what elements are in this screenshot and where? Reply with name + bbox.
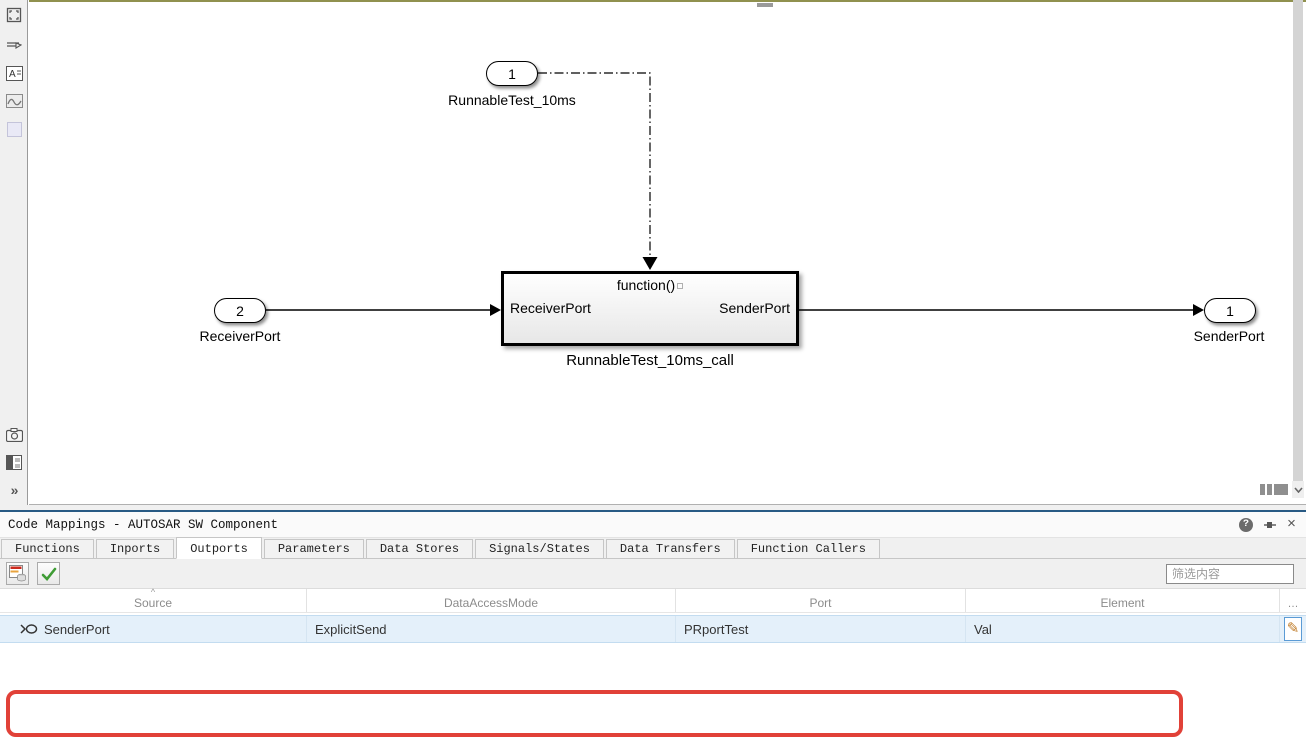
inport-trigger-block[interactable]: 1 xyxy=(486,61,538,86)
subsystem-trigger-label: function() xyxy=(616,277,676,293)
model-canvas-area: A » xyxy=(0,0,1306,505)
svg-text:A: A xyxy=(9,69,16,80)
inport-data-label: ReceiverPort xyxy=(199,328,281,344)
column-header-port[interactable]: Port xyxy=(676,589,966,612)
column-header-more[interactable]: … xyxy=(1287,598,1299,610)
validate-button[interactable] xyxy=(37,562,60,585)
panel-spacer xyxy=(0,505,1306,510)
vertical-scrollbar[interactable] xyxy=(1293,0,1303,498)
subsystem-input-port-label: ReceiverPort xyxy=(510,300,591,316)
mapping-table: ^ Source DataAccessMode Port Element … S… xyxy=(0,587,1306,737)
edit-mapping-button[interactable]: ✎ xyxy=(1284,617,1302,641)
panel-top-border[interactable] xyxy=(0,510,1306,512)
cell-source[interactable]: SenderPort xyxy=(0,616,307,642)
code-mappings-editor-button[interactable] xyxy=(6,562,29,585)
signal-lines-icon[interactable] xyxy=(5,36,23,54)
subsystem-block[interactable]: function() ReceiverPort SenderPort xyxy=(501,271,799,346)
inport-trigger-number: 1 xyxy=(508,65,516,82)
canvas-palette-toolbar: A » xyxy=(0,0,28,505)
column-header-element[interactable]: Element xyxy=(966,589,1280,612)
cell-element[interactable]: Val xyxy=(966,616,1280,642)
table-header-row: ^ Source DataAccessMode Port Element … xyxy=(0,587,1306,613)
pin-icon[interactable] xyxy=(1263,519,1277,531)
close-icon[interactable]: × xyxy=(1286,515,1296,533)
subsystem-output-port-label: SenderPort xyxy=(719,300,790,316)
annotation-icon[interactable]: A xyxy=(5,64,23,82)
cell-actions: ✎ xyxy=(1280,616,1306,642)
filter-input[interactable] xyxy=(1166,563,1294,584)
inport-trigger-label: RunnableTest_10ms xyxy=(448,92,576,108)
tab-inports[interactable]: Inports xyxy=(95,539,175,558)
panel-toolbar xyxy=(0,559,1306,589)
outport-block[interactable]: 1 xyxy=(1204,298,1256,323)
viewmark-icon[interactable] xyxy=(5,120,23,138)
tab-parameters[interactable]: Parameters xyxy=(263,539,364,558)
tab-data-stores[interactable]: Data Stores xyxy=(365,539,474,558)
tab-data-transfers[interactable]: Data Transfers xyxy=(605,539,735,558)
subsystem-trigger-port: function() xyxy=(504,277,796,293)
pencil-icon: ✎ xyxy=(1286,620,1300,637)
image-icon[interactable] xyxy=(5,92,23,110)
tab-signals-states[interactable]: Signals/States xyxy=(475,539,604,558)
help-icon[interactable]: ? xyxy=(1238,517,1253,532)
outport-label: SenderPort xyxy=(1193,328,1265,344)
model-canvas[interactable]: 1 RunnableTest_10ms 2 ReceiverPort funct… xyxy=(29,0,1306,505)
splitter-handle[interactable] xyxy=(757,3,773,7)
panel-layout-icon[interactable] xyxy=(5,453,23,471)
tab-functions[interactable]: Functions xyxy=(1,539,94,558)
signal-lines-layer xyxy=(266,72,1204,335)
panel-title: Code Mappings - AUTOSAR SW Component xyxy=(8,517,279,532)
tab-outports[interactable]: Outports xyxy=(176,537,262,559)
column-header-dataaccessmode[interactable]: DataAccessMode xyxy=(307,589,676,612)
inport-data-number: 2 xyxy=(236,302,244,319)
sort-ascending-icon: ^ xyxy=(150,587,156,597)
filter-container xyxy=(1166,563,1294,584)
trigger-port-handle xyxy=(677,283,684,290)
tab-bar: Functions Inports Outports Parameters Da… xyxy=(0,537,1306,559)
outport-row-icon xyxy=(20,624,38,634)
inport-data-block[interactable]: 2 xyxy=(214,298,266,323)
table-row[interactable]: SenderPort ExplicitSend PRportTest Val ✎ xyxy=(0,615,1306,643)
subsystem-name: RunnableTest_10ms_call xyxy=(566,352,734,369)
column-header-source[interactable]: ^ Source xyxy=(0,587,307,612)
resize-grip[interactable] xyxy=(1260,484,1288,495)
camera-icon[interactable] xyxy=(5,426,23,444)
expand-more-icon[interactable]: » xyxy=(10,482,19,498)
code-mappings-panel: Code Mappings - AUTOSAR SW Component ? ×… xyxy=(0,505,1306,737)
cell-port[interactable]: PRportTest xyxy=(676,616,966,642)
cell-dataaccessmode[interactable]: ExplicitSend xyxy=(307,616,676,642)
panel-header: Code Mappings - AUTOSAR SW Component ? × xyxy=(0,512,1306,538)
highlight-annotation xyxy=(6,690,1183,737)
fit-to-view-icon[interactable] xyxy=(5,6,23,24)
tab-function-callers[interactable]: Function Callers xyxy=(736,539,880,558)
scroll-down-button[interactable] xyxy=(1292,481,1304,498)
canvas-top-divider xyxy=(29,0,1306,2)
outport-number: 1 xyxy=(1226,302,1234,319)
